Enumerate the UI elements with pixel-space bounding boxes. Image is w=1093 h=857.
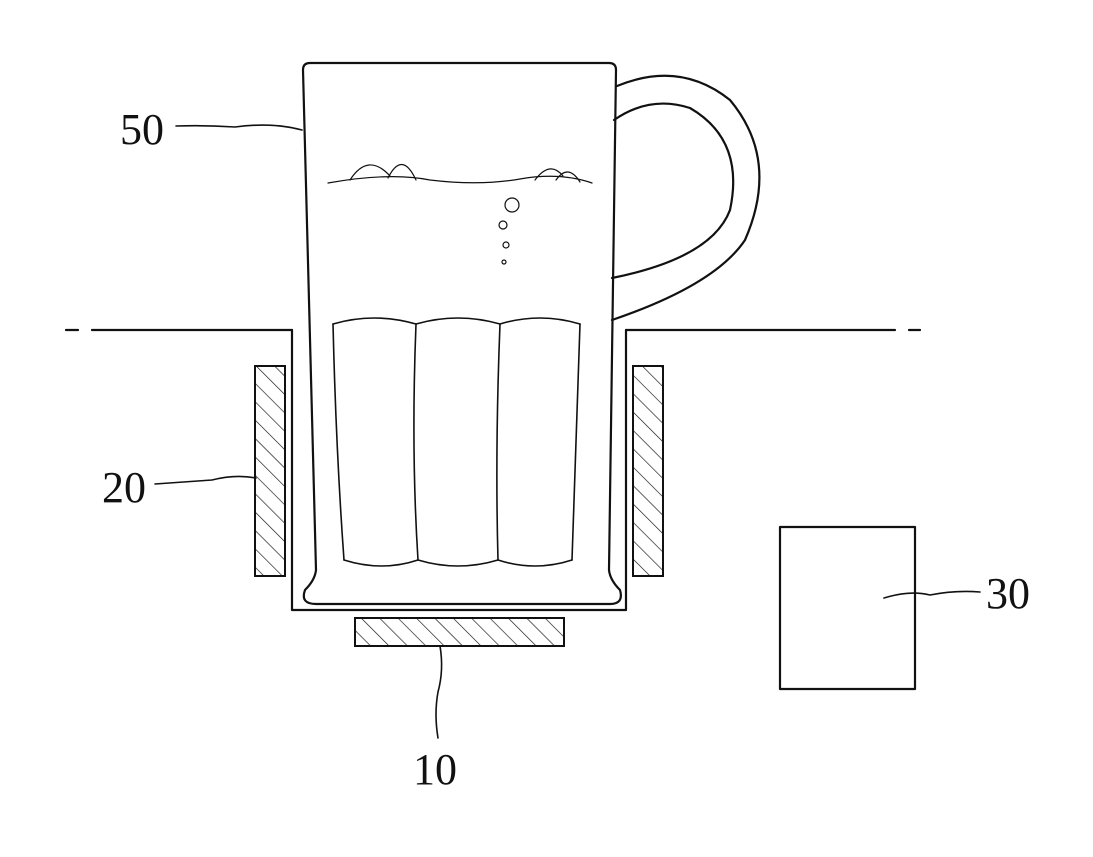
label-side-coil: 20 [102,463,146,512]
bubble [504,197,520,213]
bottom-coil [354,617,565,647]
foam-bubble [387,163,417,181]
controller-box [778,525,917,691]
leader-line-bottom-coil [435,645,443,739]
cup-facets [332,317,581,567]
label-bottom-coil: 10 [413,745,457,794]
liquid-surface [327,175,593,184]
cup-handle-inner [610,102,735,280]
leader-line-side-coil [154,475,257,485]
side-coil-right [632,365,664,577]
cup-handle [610,74,761,322]
foam-bubble [349,164,391,181]
label-controller: 30 [986,569,1030,618]
side-coil-left [254,365,286,577]
recess-seat [290,328,628,612]
leader-line-cup [175,124,303,131]
bubble [498,220,508,230]
foam-bubble [555,171,581,183]
bubble [502,241,510,249]
foam-bubble [534,168,564,181]
label-cup: 50 [120,105,164,154]
bubble [501,259,507,265]
cup-body [301,61,622,606]
leader-line-controller [883,590,981,599]
